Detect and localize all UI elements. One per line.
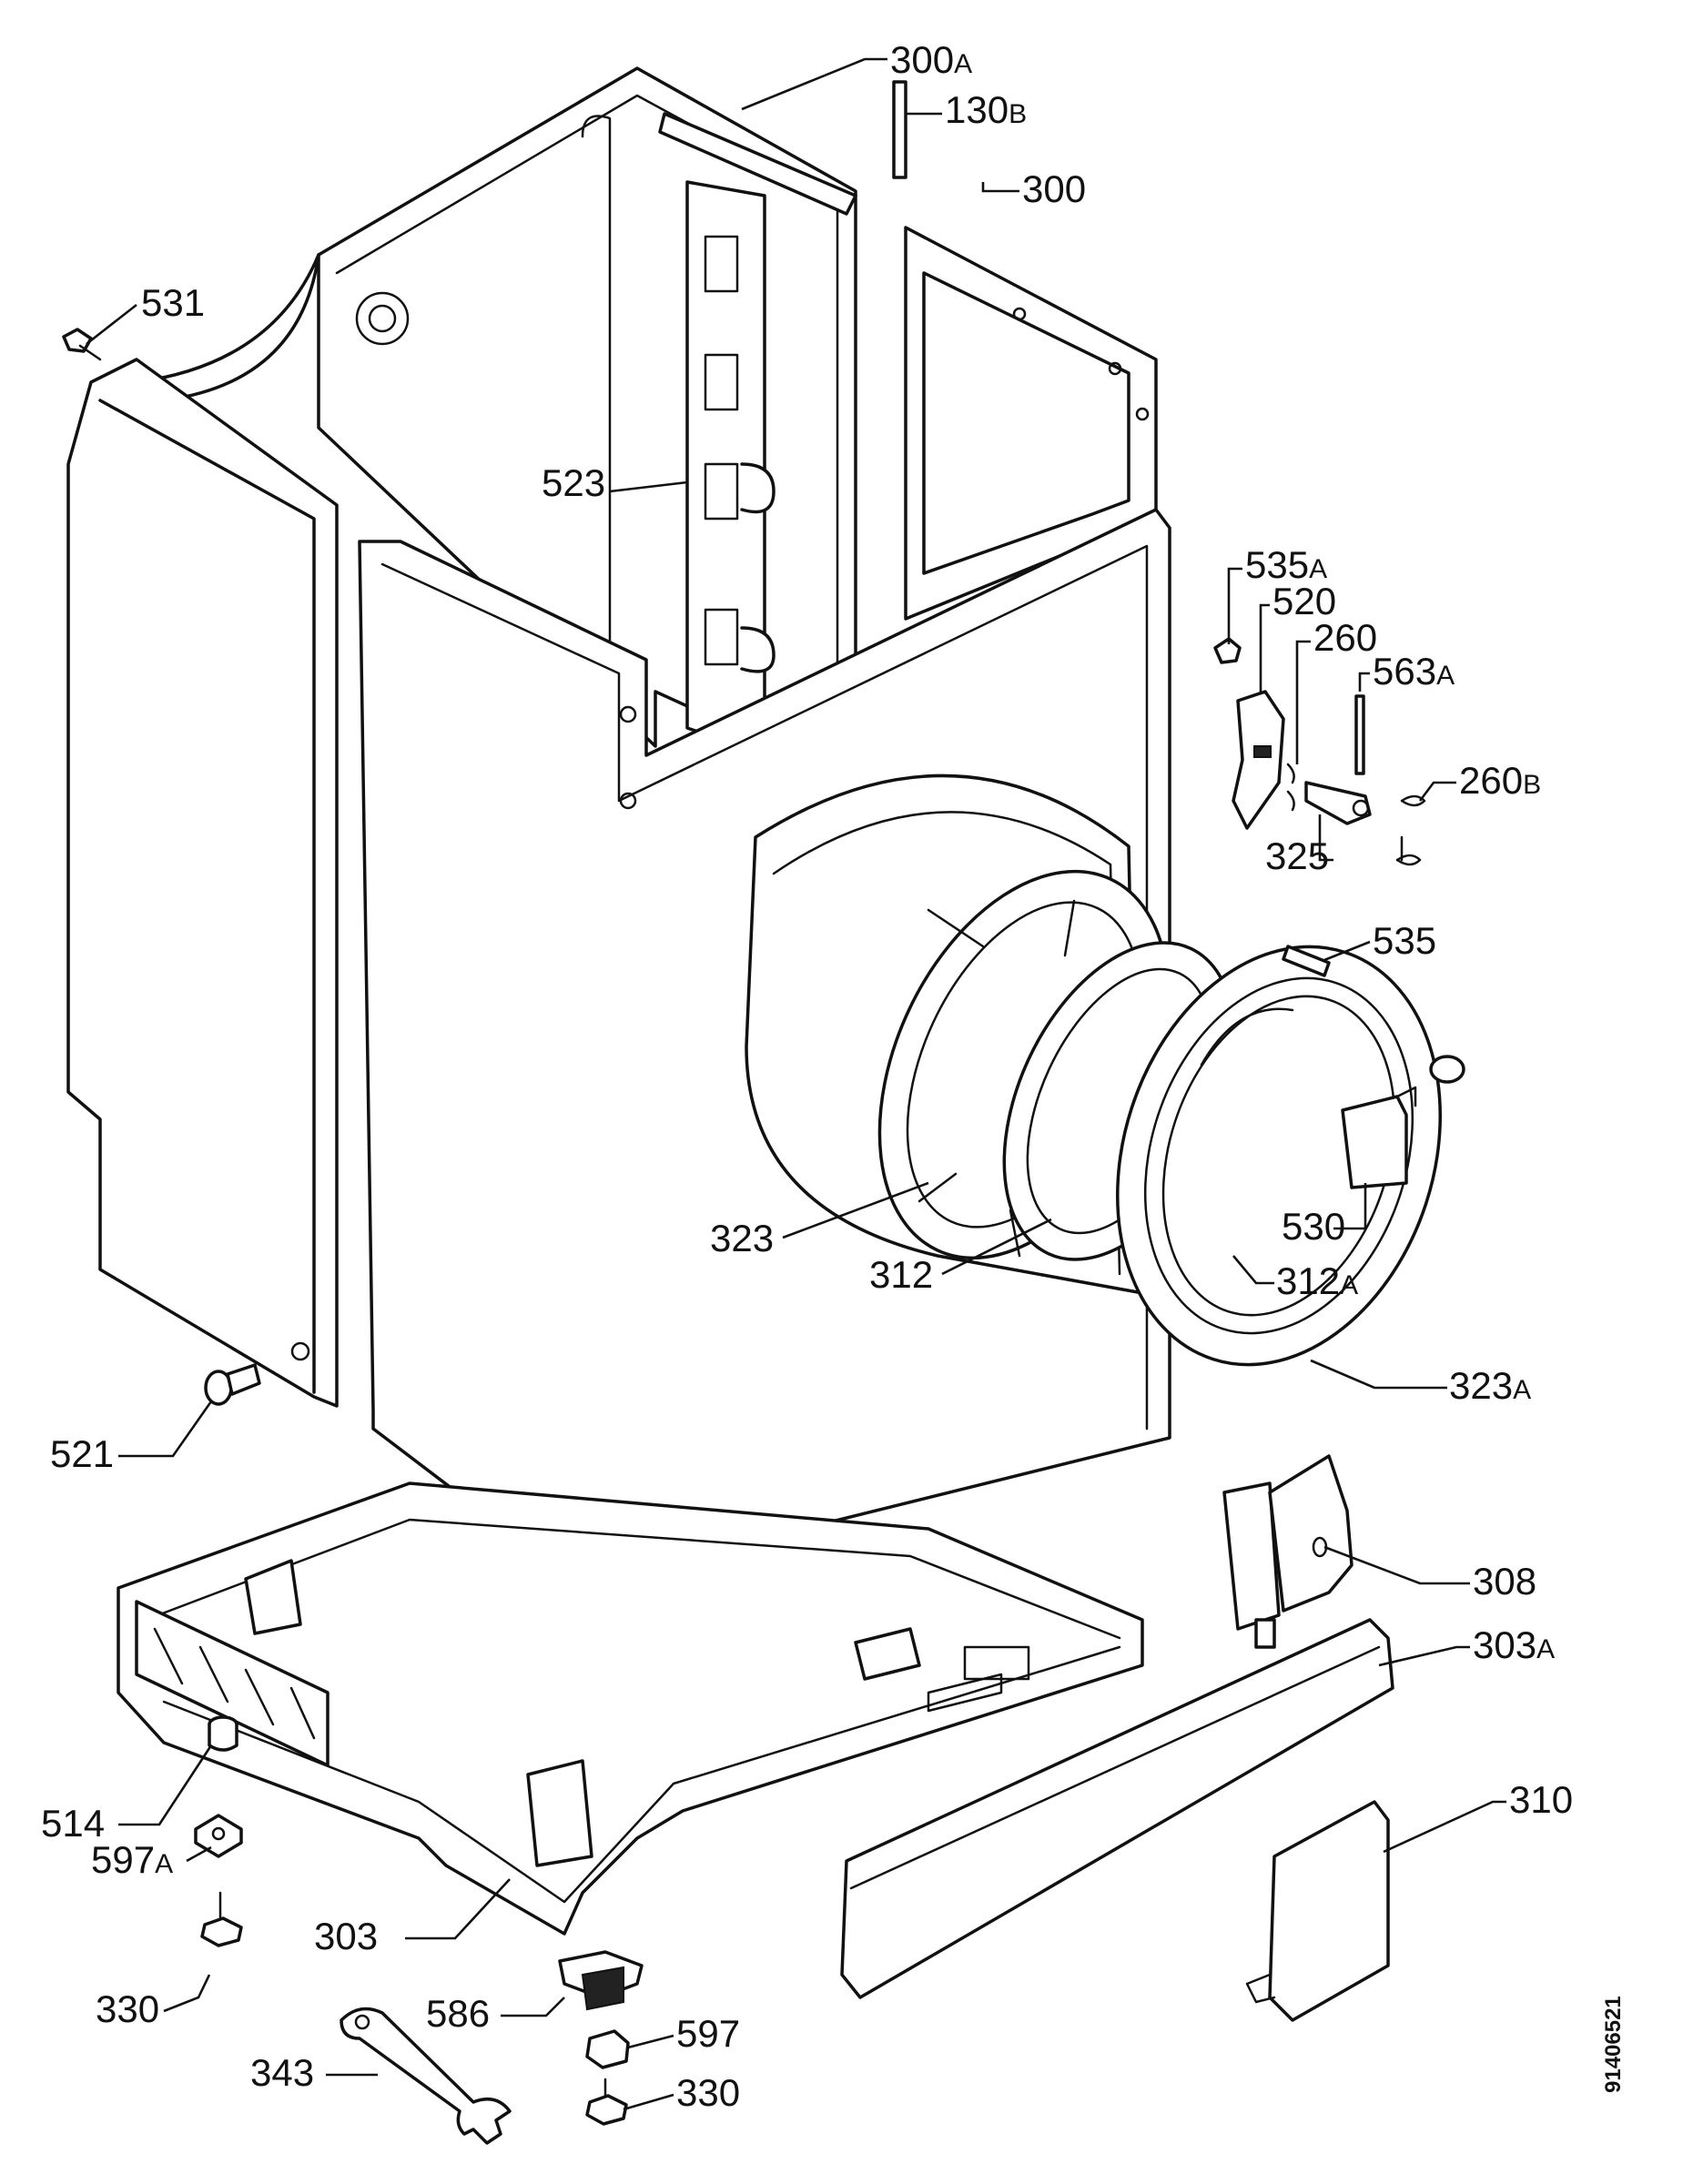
base-frame [117, 1481, 1144, 1936]
callout-label: 325 [1265, 834, 1329, 877]
callout-label: 330 [96, 1987, 159, 2030]
plinth-panel [840, 1618, 1394, 1999]
callout-label: 535 [1373, 919, 1436, 962]
foot-514 [208, 1715, 238, 1752]
foot-330-right [585, 2078, 628, 2126]
sealing-strip [892, 80, 907, 179]
callout-label: 535A [1245, 543, 1327, 586]
nut-597 [585, 2029, 630, 2069]
callout-label: 343 [250, 2051, 314, 2094]
callout-label: 312 [869, 1253, 933, 1296]
door-hinge [1222, 1454, 1353, 1649]
screw-531 [62, 328, 102, 361]
callout-label: 310 [1509, 1778, 1573, 1821]
callout-label: 520 [1272, 580, 1336, 622]
callout-label: 312A [1276, 1259, 1358, 1302]
callout-label: 303 [314, 1915, 378, 1957]
callout-label: 308 [1473, 1560, 1536, 1603]
callout-label: 531 [141, 281, 205, 324]
door-latch [1341, 1086, 1417, 1189]
hinge-pin [1282, 945, 1331, 977]
bolt-521 [204, 1363, 261, 1406]
callout-label: 130B [945, 88, 1027, 131]
callout-label: 323A [1449, 1364, 1531, 1407]
callout-label: 597 [676, 2012, 740, 2055]
callout-label: 563A [1373, 650, 1455, 693]
foot-586 [558, 1950, 644, 2011]
callout-label: 303A [1473, 1623, 1555, 1666]
left-side-panel [66, 358, 339, 1408]
callout-label: 523 [542, 461, 605, 504]
callout-label: 260 [1313, 616, 1377, 659]
door-assembly [1116, 945, 1465, 1367]
callout-label: 330 [676, 2071, 740, 2114]
filter-flap [1245, 1800, 1390, 2022]
callout-label: 300A [890, 38, 972, 81]
callout-label: 521 [50, 1432, 114, 1475]
callout-label: 300 [1022, 167, 1086, 210]
callout-label: 586 [426, 1992, 490, 2035]
callout-label: 323 [710, 1217, 774, 1259]
door-lock-parts [1213, 637, 1426, 866]
rear-rail [685, 180, 776, 739]
callout-label: 597A [91, 1838, 173, 1881]
callout-label: 530 [1282, 1205, 1345, 1248]
foot-330-left [200, 1891, 243, 1947]
callout-labels: 300A 130B 300 531 523 535A 520 260 563A … [41, 38, 1573, 2114]
callout-label: 260B [1459, 759, 1541, 802]
nut-597a [194, 1814, 243, 1858]
callout-label: 514 [41, 1802, 105, 1845]
document-number: 91406521 [1601, 1996, 1626, 2093]
leader-lines [86, 57, 1506, 2111]
wrench [340, 2007, 512, 2145]
cabinet-side-frame [904, 226, 1158, 621]
